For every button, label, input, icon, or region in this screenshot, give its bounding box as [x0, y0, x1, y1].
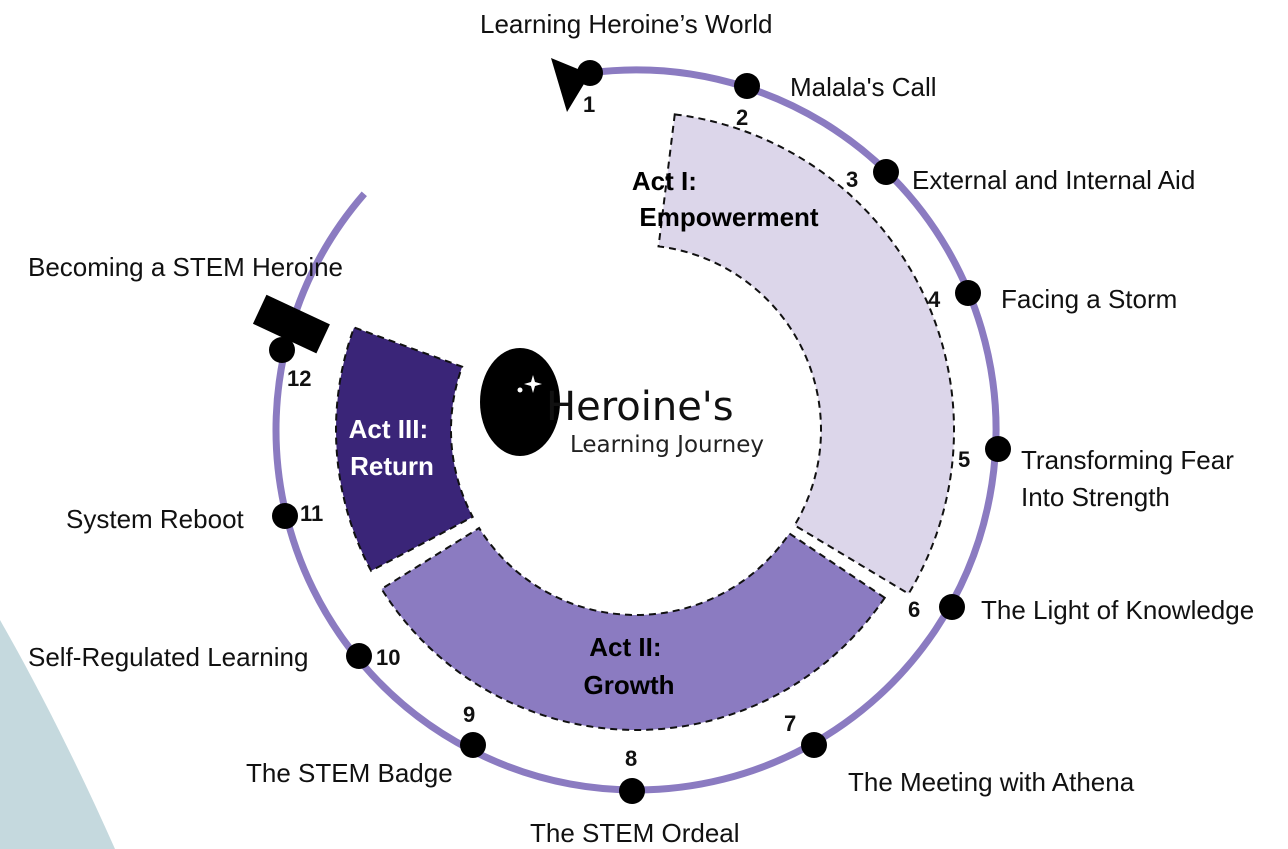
- stage-3-dot: [873, 159, 899, 185]
- stage-11-number: 11: [300, 501, 323, 526]
- stage-6-dot: [939, 594, 965, 620]
- stage-3-label: External and Internal Aid: [912, 165, 1195, 195]
- stage-7-label: The Meeting with Athena: [848, 767, 1135, 797]
- stage-10-number: 10: [376, 645, 400, 670]
- stage-4-number: 4: [928, 287, 941, 312]
- stage-12-number: 12: [287, 366, 311, 391]
- stage-2-dot: [734, 73, 760, 99]
- act-2-label: Act II: Growth: [584, 632, 675, 700]
- stage-12-label: Becoming a STEM Heroine: [28, 252, 343, 282]
- stage-8-label: The STEM Ordeal: [530, 818, 740, 848]
- stage-5-label-line1: Transforming Fear: [1021, 445, 1234, 475]
- act-segment-return: [335, 326, 475, 573]
- act-1-line2: Empowerment: [639, 202, 818, 232]
- logo-subtitle: Learning Journey: [570, 432, 764, 458]
- stage-3-number: 3: [846, 167, 858, 192]
- stage-4-label: Facing a Storm: [1001, 284, 1177, 314]
- stage-4-dot: [955, 280, 981, 306]
- act-2-line2: Growth: [584, 670, 675, 700]
- stage-6-number: 6: [908, 597, 920, 622]
- stage-9-label: The STEM Badge: [246, 758, 453, 788]
- background-shape: [0, 620, 115, 849]
- act-1-line1: Act I:: [632, 166, 697, 196]
- stage-10-dot: [346, 643, 372, 669]
- stage-5-label-line2: Into Strength: [1021, 482, 1170, 512]
- stage-1-dot: [577, 60, 603, 86]
- stage-7-dot: [801, 732, 827, 758]
- stage-9-number: 9: [463, 702, 475, 727]
- stage-7-number: 7: [784, 711, 796, 736]
- logo: Heroine's Learning Journey: [480, 348, 764, 458]
- stage-5-dot: [985, 436, 1011, 462]
- act-3-label: Act III: Return: [349, 414, 436, 481]
- act-3-line2: Return: [350, 451, 434, 481]
- stage-9-dot: [460, 732, 486, 758]
- stage-11-dot: [272, 503, 298, 529]
- stages: 1 Learning Heroine’s World 2 Malala's Ca…: [28, 9, 1254, 848]
- stage-8-dot: [619, 778, 645, 804]
- stage-12-dot: [269, 337, 295, 363]
- stage-8-number: 8: [625, 746, 637, 771]
- stage-2-label: Malala's Call: [790, 72, 937, 102]
- stage-6-label: The Light of Knowledge: [981, 595, 1254, 625]
- act-2-line1: Act II:: [589, 632, 661, 662]
- act-segment-empowerment: [657, 113, 955, 596]
- logo-title: Heroine's: [546, 384, 734, 430]
- logo-oval-icon: [480, 348, 560, 456]
- stage-5-number: 5: [958, 447, 970, 472]
- stage-2-number: 2: [736, 105, 748, 130]
- stage-11-label: System Reboot: [66, 504, 245, 534]
- sparkle-dot-icon: [517, 387, 523, 393]
- sparkle-icon: [524, 375, 542, 393]
- act-3-line1: Act III:: [349, 414, 428, 444]
- act-segment-growth: [380, 526, 887, 731]
- stage-1-number: 1: [583, 92, 595, 117]
- stage-10-label: Self-Regulated Learning: [28, 642, 308, 672]
- act-1-label: Act I: Empowerment: [632, 166, 819, 232]
- stage-1-label: Learning Heroine’s World: [480, 9, 772, 39]
- stage-5-label: Transforming Fear Into Strength: [1021, 445, 1241, 512]
- finish-flag-icon: [252, 294, 330, 354]
